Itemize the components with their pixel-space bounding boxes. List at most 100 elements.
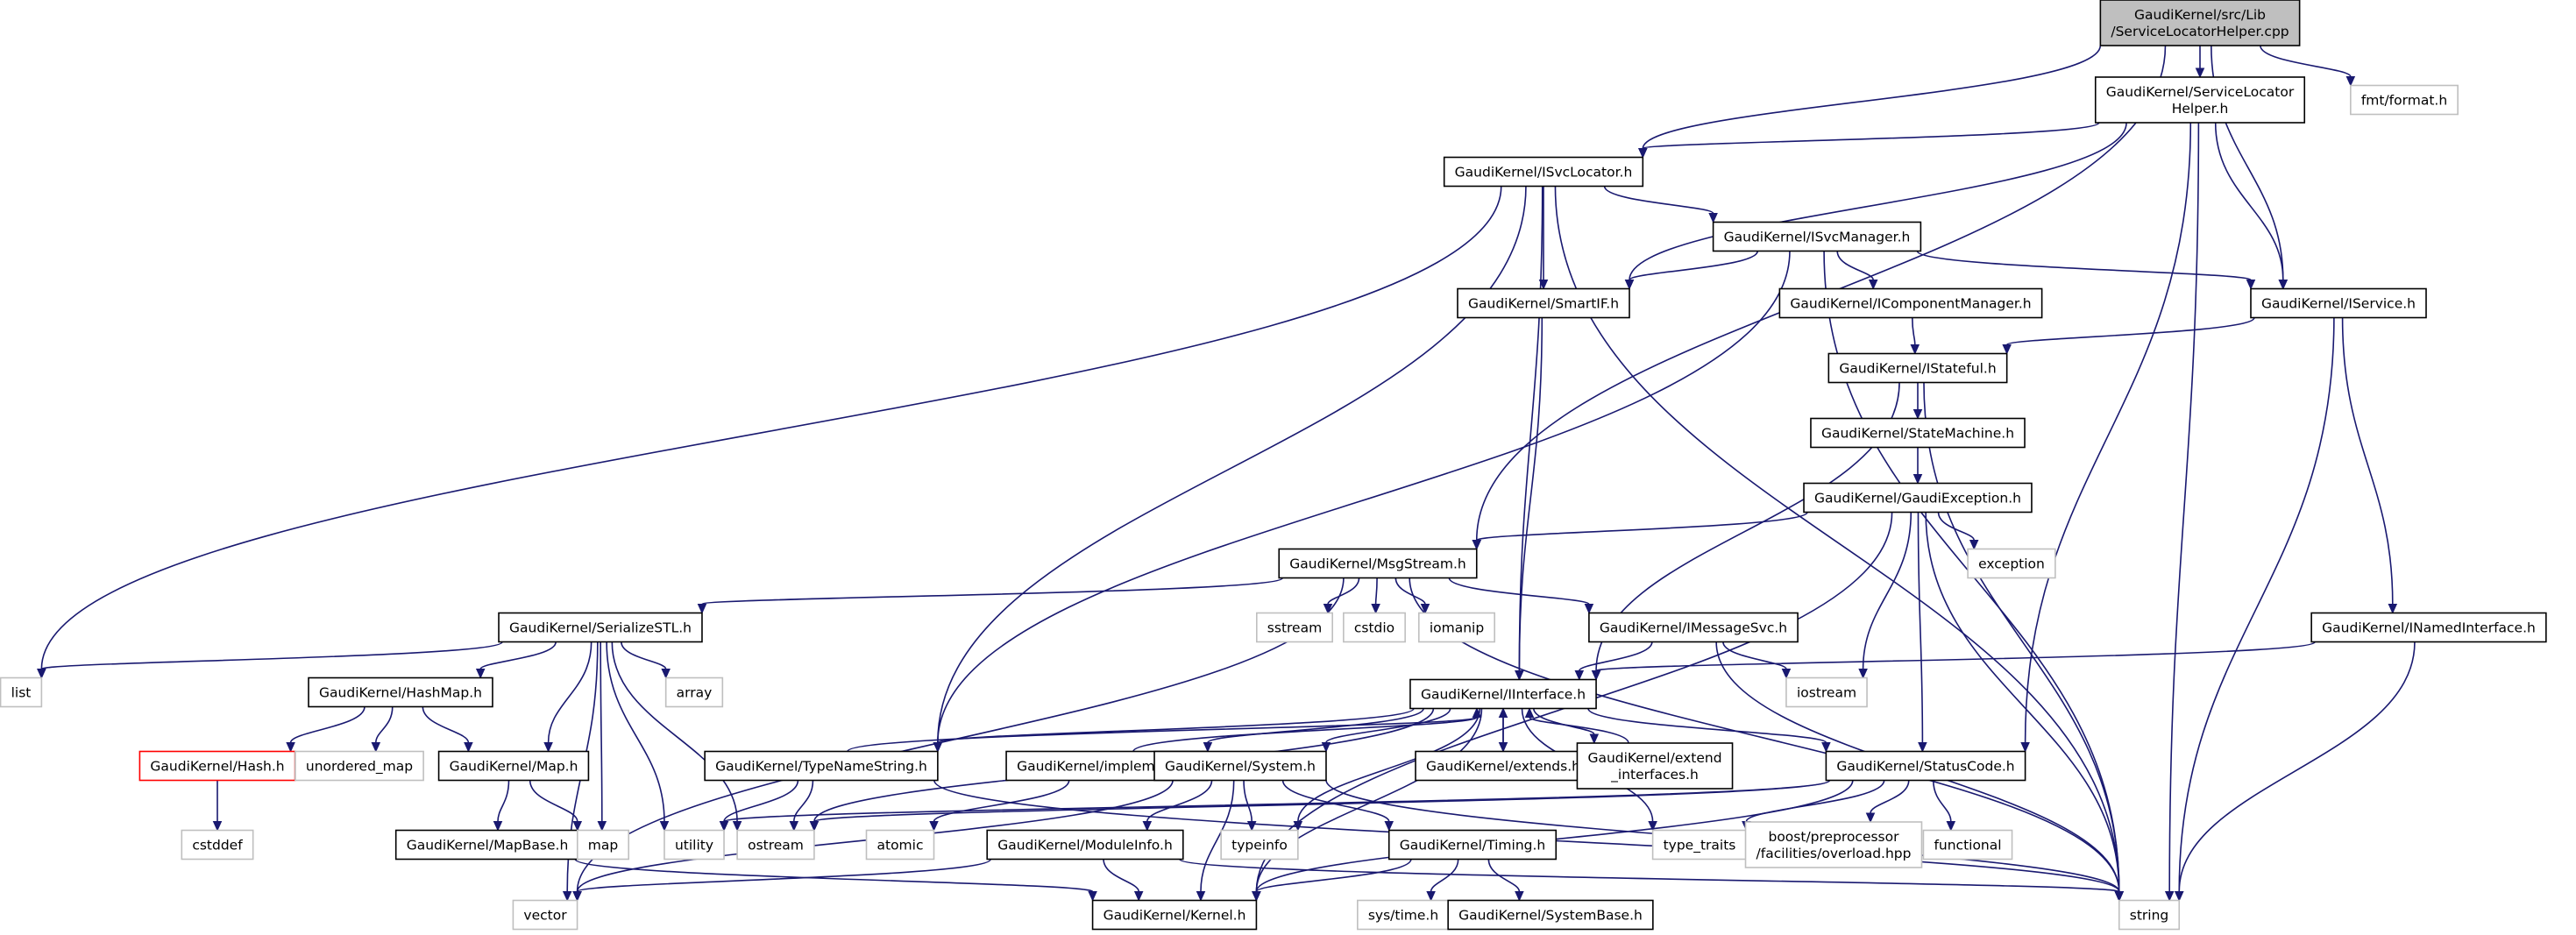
node-mapbase[interactable]: GaudiKernel/MapBase.h: [394, 829, 580, 861]
edge-root-to-fmt: [2260, 45, 2356, 87]
edge-line: [2178, 317, 2335, 892]
node-gaudiexc[interactable]: GaudiKernel/GaudiException.h: [1803, 482, 2033, 514]
edge-line: [1518, 186, 1543, 671]
edge-arrowhead: [2114, 891, 2125, 902]
node-label: utility: [675, 838, 713, 854]
node-label: iomanip: [1430, 620, 1484, 636]
node-statemachine[interactable]: GaudiKernel/StateMachine.h: [1810, 417, 2026, 449]
node-root[interactable]: GaudiKernel/src/Lib/ServiceLocatorHelper…: [2099, 0, 2301, 46]
edge-msgstream-to-iomanip: [1394, 577, 1430, 614]
edge-line: [2341, 317, 2394, 605]
node-label: cstddef: [192, 838, 243, 854]
node-iservice[interactable]: GaudiKernel/IService.h: [2250, 287, 2427, 319]
edge-line: [813, 779, 1831, 823]
node-timing[interactable]: GaudiKernel/Timing.h: [1387, 829, 1558, 861]
node-moduleinfo[interactable]: GaudiKernel/ModuleInfo.h: [986, 829, 1184, 861]
node-isvcloc[interactable]: GaudiKernel/ISvcLocator.h: [1443, 156, 1644, 188]
edge-line: [1200, 780, 1235, 892]
edge-line: [1587, 708, 1827, 744]
node-kernel[interactable]: GaudiKernel/Kernel.h: [1091, 899, 1258, 931]
node-cstddef: cstddef: [181, 829, 254, 861]
edge-line: [1642, 122, 2100, 150]
node-box: [2118, 899, 2181, 931]
node-isvcmgr[interactable]: GaudiKernel/ISvcManager.h: [1712, 221, 1922, 252]
edge-arrowhead: [1624, 280, 1635, 290]
edge-line: [574, 858, 1094, 893]
edge-arrowhead: [2002, 344, 2012, 355]
node-iomanip: iomanip: [1418, 612, 1495, 643]
node-map: map: [576, 829, 630, 861]
edge-line: [1836, 251, 1874, 280]
edge-line: [1870, 780, 1910, 814]
node-label: sys/time.h: [1368, 908, 1438, 924]
node-extends[interactable]: GaudiKernel/extends.h: [1415, 750, 1592, 782]
node-label: GaudiKernel/IStateful.h: [1839, 361, 1996, 377]
edge-serialize-to-array: [621, 641, 671, 679]
edge-line: [933, 780, 1070, 822]
edge-map_h-to-mapbase: [493, 780, 510, 832]
edge-line: [1925, 512, 2120, 892]
node-label: exception: [1978, 556, 2045, 572]
edge-isvcmgr-to-smartif: [1624, 251, 1759, 290]
edge-arrowhead: [1969, 540, 1979, 550]
edge-arrowhead: [1515, 891, 1524, 902]
edge-arrowhead: [371, 742, 381, 753]
node-imsgsvc[interactable]: GaudiKernel/IMessageSvc.h: [1588, 612, 1799, 643]
node-inamed[interactable]: GaudiKernel/INamedInterface.h: [2310, 612, 2547, 643]
edge-arrowhead: [2174, 891, 2184, 902]
edge-arrowhead: [1498, 707, 1508, 718]
node-hash[interactable]: GaudiKernel/Hash.h: [138, 750, 296, 782]
node-iinterface[interactable]: GaudiKernel/IInterface.h: [1409, 678, 1597, 710]
node-label: iostream: [1797, 685, 1856, 701]
node-systembase[interactable]: GaudiKernel/SystemBase.h: [1447, 899, 1654, 931]
edge-line: [701, 577, 1284, 606]
edge-line: [1642, 45, 2102, 149]
node-map-h[interactable]: GaudiKernel/Map.h: [437, 750, 590, 782]
node-statuscode[interactable]: GaudiKernel/StatusCode.h: [1825, 750, 2026, 782]
edge-line: [40, 641, 503, 670]
edge-arrowhead: [493, 821, 503, 832]
node-box: [1785, 676, 1868, 708]
edge-arrowhead: [562, 891, 572, 902]
node-icompmgr[interactable]: GaudiKernel/IComponentManager.h: [1778, 287, 2043, 319]
node-istateful[interactable]: GaudiKernel/IStateful.h: [1827, 352, 2008, 384]
node-unordered-map: unordered_map: [295, 750, 424, 782]
node-sstream: sstream: [1255, 612, 1334, 643]
node-label: sstream: [1267, 620, 1322, 636]
edge-arrowhead: [543, 742, 553, 753]
edge-line: [1595, 641, 2316, 672]
node-box: [1409, 678, 1597, 710]
node-serialize[interactable]: GaudiKernel/SerializeSTL.h: [498, 612, 703, 643]
node-slh[interactable]: GaudiKernel/ServiceLocatorHelper.h: [2094, 76, 2306, 124]
node-smartif[interactable]: GaudiKernel/SmartIF.h: [1457, 287, 1630, 319]
node-box: [512, 899, 578, 931]
edge-line: [2005, 316, 2255, 346]
edge-arrowhead: [1142, 821, 1153, 832]
edge-line: [1579, 641, 1653, 672]
node-label: GaudiKernel/SystemBase.h: [1458, 908, 1643, 924]
edge-arrowhead: [2246, 280, 2256, 290]
node-hashmap[interactable]: GaudiKernel/HashMap.h: [308, 676, 493, 708]
node-box: [1744, 821, 1923, 868]
node-label: GaudiKernel/Hash.h: [150, 759, 284, 775]
node-label: /ServiceLocatorHelper.cpp: [2111, 24, 2289, 39]
node-box: [1778, 287, 2043, 319]
edge-implements-to-atomic: [929, 780, 1070, 832]
edge-statuscode-to-boostpp: [1865, 780, 1910, 824]
edge-inamed-to-iinterface: [1591, 641, 2316, 681]
node-typenamestring[interactable]: GaudiKernel/TypeNameString.h: [704, 750, 939, 782]
edge-iservice-to-istateful: [2002, 316, 2255, 355]
edge-line: [547, 641, 593, 743]
edge-msgstream-to-serialize: [697, 577, 1284, 614]
edge-line: [937, 186, 1527, 743]
node-label: GaudiKernel/System.h: [1165, 759, 1316, 775]
edge-line: [1916, 250, 2252, 281]
node-box: [138, 750, 296, 782]
node-system[interactable]: GaudiKernel/System.h: [1153, 750, 1327, 782]
edge-mapbase-to-kernel: [574, 858, 1097, 902]
node-msgstream[interactable]: GaudiKernel/MsgStream.h: [1278, 548, 1478, 579]
edge-arrowhead: [1858, 669, 1868, 679]
edge-arrowhead: [212, 821, 223, 832]
node-extend-if[interactable]: GaudiKernel/extend_interfaces.h: [1576, 742, 1734, 790]
